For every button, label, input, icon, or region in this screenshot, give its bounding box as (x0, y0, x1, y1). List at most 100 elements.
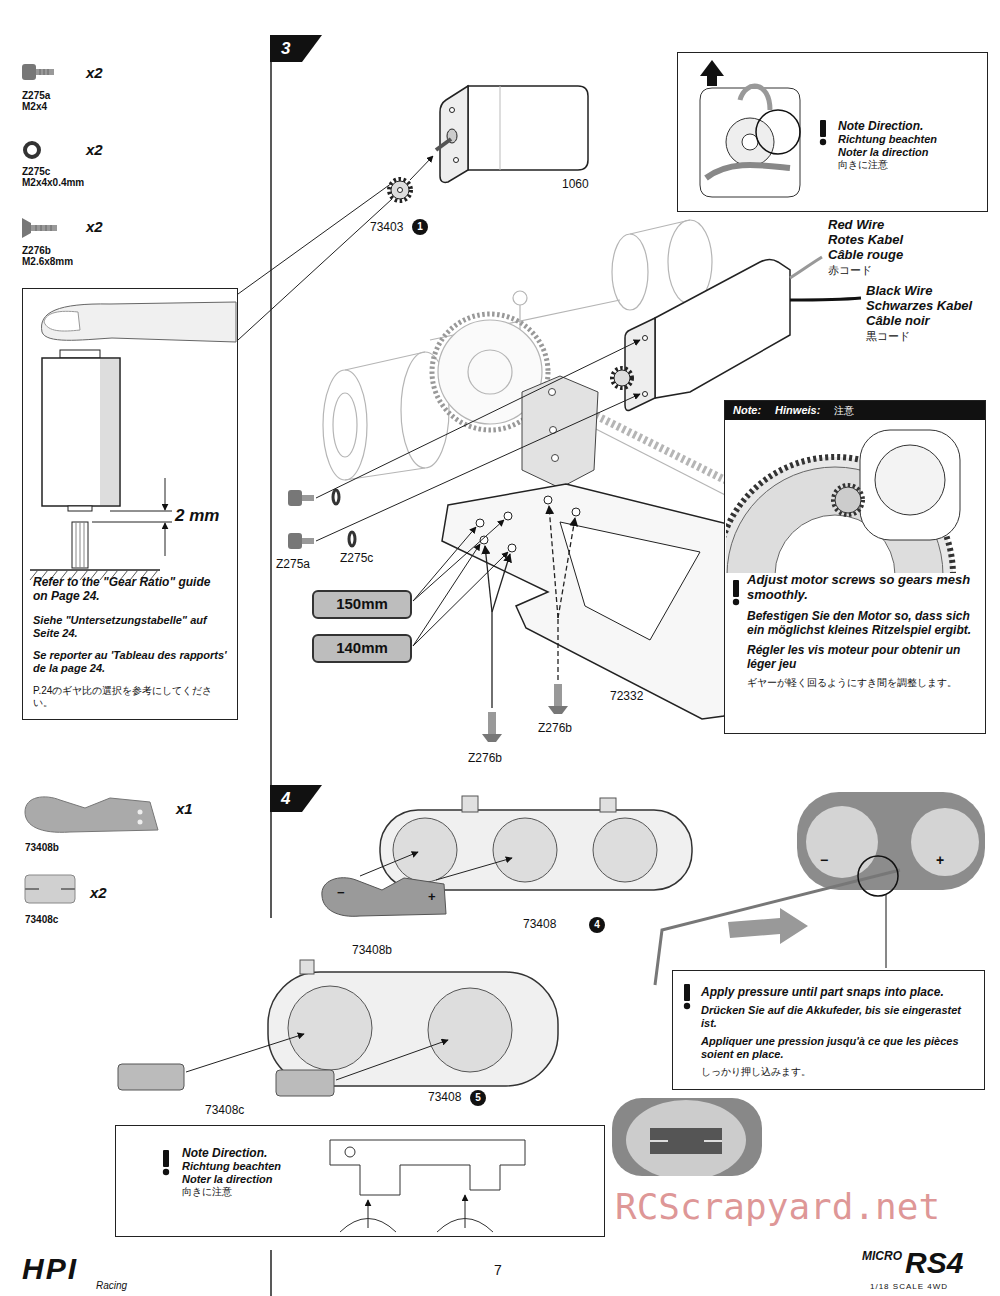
wire-label: Schwarzes Kabel (866, 299, 972, 314)
polarity-mark: + (936, 852, 944, 868)
node-text: ギヤーが軽く回るようにすき間を調整します。 (747, 677, 977, 689)
node-text: 向きに注意 (838, 159, 981, 171)
model-logo: MICRO (862, 1250, 902, 1264)
dimension: 2 mm (175, 506, 219, 526)
part-number: 73408 (523, 918, 556, 932)
quantity: x2 (90, 884, 107, 901)
parts-icons (22, 64, 158, 903)
dimension-box: 140mm (312, 634, 412, 663)
model-logo: RS4 (905, 1246, 963, 1281)
node-body: Note Direction.Richtung beachtenNoter la… (678, 53, 987, 177)
wire-label: Câble noir (866, 314, 930, 329)
battery-holder (380, 796, 692, 890)
node-text: P.24のギヤ比の選択を参考にしてください。 (33, 685, 227, 709)
wire-label: Rotes Kabel (828, 233, 903, 248)
note-direction-figure (700, 60, 800, 197)
part-number: 73408c (205, 1104, 244, 1118)
node-text: 140mm (318, 639, 406, 657)
node-text: しっかり押し込みます。 (701, 1066, 976, 1078)
node-text: 注意 (834, 405, 854, 417)
part-number: Z276b (468, 752, 502, 766)
page-number: 7 (494, 1262, 502, 1278)
node-text: Apply pressure until part snaps into pla… (701, 985, 976, 999)
node-body: 140mm (314, 636, 410, 660)
part-number: 73408 (428, 1091, 461, 1105)
battery-plate (322, 852, 512, 916)
node-text: Note: (733, 404, 761, 417)
step-number: 3 (281, 39, 290, 59)
part-number: Z276b (22, 245, 51, 257)
quantity: x2 (86, 218, 103, 235)
part-number: 72332 (610, 690, 643, 704)
polarity-mark: − (820, 852, 828, 868)
motor-mount (522, 376, 598, 488)
node-text: 向きに注意 (182, 1186, 340, 1198)
part-number: 73408c (25, 914, 58, 926)
node-text: Note Direction. (182, 1146, 340, 1160)
callout-number: 5 (475, 1093, 481, 1103)
warning-icons (163, 120, 826, 1175)
callout-circles (412, 219, 605, 1106)
part-number: 73408b (25, 842, 59, 854)
quantity: x2 (86, 64, 103, 81)
node-body: Note Direction.Richtung beachtenNoter la… (116, 1126, 346, 1206)
gear-mesh-note-box: Note: Hinweis: 注意 Adjust motor screws so ge… (724, 400, 986, 734)
leader-lines (238, 183, 392, 340)
battery-holder (118, 960, 558, 1096)
node-text: Siehe "Untersetzungstabelle" auf Seite 2… (33, 614, 227, 640)
pressure-note-box: Apply pressure until part snaps into pla… (672, 970, 985, 1090)
brand-logo: Racing (96, 1280, 127, 1292)
screws-z276b (482, 506, 575, 742)
part-number: 73408b (352, 944, 392, 958)
brand-logo: HPI (22, 1252, 78, 1287)
dimension-box: 150mm (312, 590, 412, 619)
plate-detail (655, 792, 985, 985)
node-body: Adjust motor screws so gears mesh smooth… (725, 420, 985, 697)
part-number: Z275c (22, 166, 50, 178)
node-text: Note Direction. (838, 119, 981, 133)
motor (436, 86, 588, 182)
part-number: 1060 (562, 178, 589, 192)
part-number: 73403 (370, 221, 403, 235)
node-text: Richtung beachten (182, 1160, 340, 1173)
node-text: Noter la direction (838, 146, 981, 159)
clip-direction-note-box: Note Direction.Richtung beachtenNoter la… (115, 1125, 605, 1237)
node-text: Hinweis: (775, 404, 820, 417)
node-text: Befestigen Sie den Motor so, dass sich e… (747, 609, 977, 637)
part-size: M2.6x8mm (22, 256, 73, 268)
pinion-gear (389, 156, 433, 201)
part-number: Z276b (538, 722, 572, 736)
clip-detail (612, 1098, 762, 1176)
node-body: 150mm (314, 592, 410, 616)
callout-number: 1 (417, 222, 423, 232)
wire-label: Red Wire (828, 218, 884, 233)
part-number: Z275c (340, 552, 373, 566)
node-text: Régler les vis moteur pour obtenir un lé… (747, 643, 977, 671)
clip-direction-figure (330, 1140, 525, 1232)
page-frame (270, 35, 322, 1296)
gear-mesh-figure (717, 400, 986, 734)
part-number: Z275a (276, 558, 310, 572)
gear-ratio-note-box: Refer to the "Gear Ratio" guide on Page … (22, 288, 238, 720)
polarity-mark: + (428, 890, 436, 905)
node-body: Refer to the "Gear Ratio" guide on Page … (23, 567, 237, 719)
node-text: Refer to the "Gear Ratio" guide on Page … (33, 575, 227, 603)
node-text: Drücken Sie auf die Akkufeder, bis sie e… (701, 1004, 976, 1030)
callout-number: 4 (594, 920, 600, 930)
wire-label: 赤コード (828, 264, 872, 277)
node-text: Se reporter au 'Tableau des rapports' de… (33, 649, 227, 675)
node-text: Appliquer une pression jusqu'à ce que le… (701, 1035, 976, 1061)
quantity: x1 (176, 800, 193, 817)
watermark: RCScrapyard.net (615, 1186, 940, 1227)
polarity-mark: − (337, 886, 345, 901)
wire-label: 黒コード (866, 330, 910, 343)
node-text: Adjust motor screws so gears mesh smooth… (747, 572, 977, 603)
wire-label: Black Wire (866, 284, 932, 299)
node-body: Apply pressure until part snaps into pla… (673, 971, 984, 1086)
note-header-band: Note: Hinweis: 注意 (725, 401, 985, 420)
node-text: Noter la direction (182, 1173, 340, 1186)
wire-label: Câble rouge (828, 248, 903, 263)
mounted-motor (612, 257, 861, 410)
node-text: 150mm (318, 595, 406, 613)
part-number: Z275a (22, 90, 50, 102)
